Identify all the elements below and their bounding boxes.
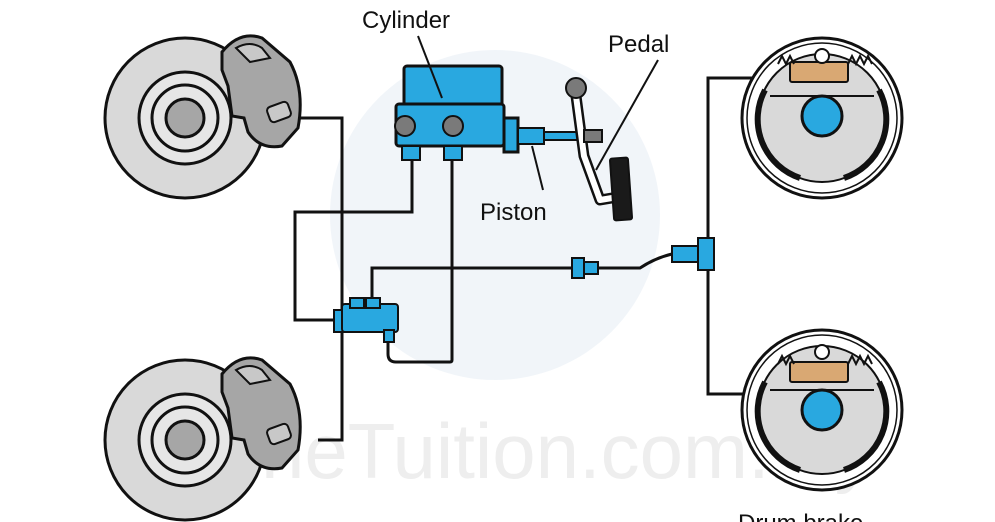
disc-brake-line bbox=[300, 116, 344, 442]
drum-hub bbox=[800, 94, 844, 138]
cylinder-leader bbox=[417, 35, 443, 99]
port bbox=[401, 145, 421, 161]
piston-leader bbox=[531, 145, 544, 191]
caliper bbox=[220, 34, 302, 149]
caliper bbox=[220, 356, 302, 471]
wheel-cylinder bbox=[789, 361, 849, 383]
proportioning-valve bbox=[333, 297, 399, 343]
drum-brake-top bbox=[740, 36, 904, 200]
rear-top-line bbox=[706, 76, 752, 254]
pedal-pivot bbox=[565, 77, 587, 99]
disc-brake-top bbox=[103, 34, 302, 200]
bolt bbox=[394, 115, 416, 137]
brake-pedal bbox=[565, 77, 634, 222]
hub bbox=[164, 419, 206, 461]
annotations: Cylinder Pedal Piston Drum brake bbox=[362, 7, 863, 522]
bolt bbox=[442, 115, 464, 137]
rear-line-fittings bbox=[571, 237, 715, 279]
pedal-leader bbox=[595, 59, 659, 171]
label-cylinder: Cylinder bbox=[362, 7, 450, 34]
disc-brake-bottom bbox=[103, 356, 302, 522]
piston bbox=[517, 127, 545, 145]
label-pedal: Pedal bbox=[608, 31, 669, 58]
reservoir bbox=[402, 64, 504, 108]
hub bbox=[164, 97, 206, 139]
cylinder-flange bbox=[502, 116, 520, 154]
drum-brake-bottom bbox=[740, 328, 904, 492]
label-piston: Piston bbox=[480, 199, 547, 226]
front-loop-line bbox=[293, 160, 414, 322]
valve-return-line bbox=[386, 160, 454, 364]
drum-hub bbox=[800, 388, 844, 432]
label-drum-brake: Drum brake bbox=[738, 510, 863, 522]
port bbox=[443, 145, 463, 161]
pedal-pad bbox=[608, 156, 634, 222]
brake-lines bbox=[293, 76, 752, 442]
rear-bottom-line bbox=[706, 254, 752, 396]
wheel-cylinder bbox=[789, 61, 849, 83]
